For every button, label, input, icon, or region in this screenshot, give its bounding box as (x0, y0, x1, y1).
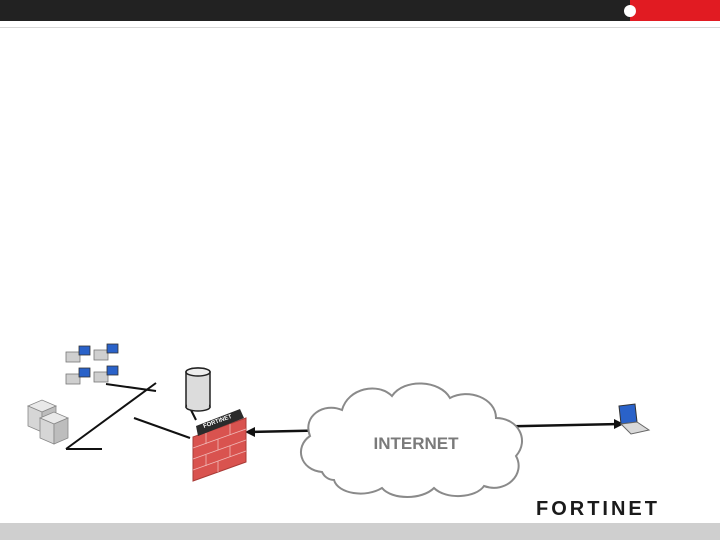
lan-to-firewall (133, 417, 191, 439)
server-icon (38, 411, 70, 445)
database-icon (185, 367, 211, 412)
vpn-arrow-right (614, 419, 624, 429)
desktop-icon (93, 365, 119, 383)
footer-bar (0, 523, 720, 540)
desktop-icon (65, 345, 91, 363)
header-rule (0, 27, 720, 28)
desktop-icon (93, 343, 119, 361)
logo-text: FORTINET (536, 498, 660, 519)
fortinet-logo: FORTINET (536, 498, 660, 519)
lan-line-desktops (105, 383, 157, 392)
header-dot (624, 5, 636, 17)
vpn-arrow-left (245, 427, 255, 437)
cloud-icon: INTERNET (300, 382, 523, 498)
lan-backbone (65, 382, 157, 450)
header-bar (0, 0, 720, 21)
firewall-icon: FORTINET (192, 409, 247, 482)
laptop-icon (618, 403, 651, 435)
desktop-icon (65, 367, 91, 385)
internet-label: INTERNET (374, 434, 460, 453)
header-accent (630, 0, 720, 21)
